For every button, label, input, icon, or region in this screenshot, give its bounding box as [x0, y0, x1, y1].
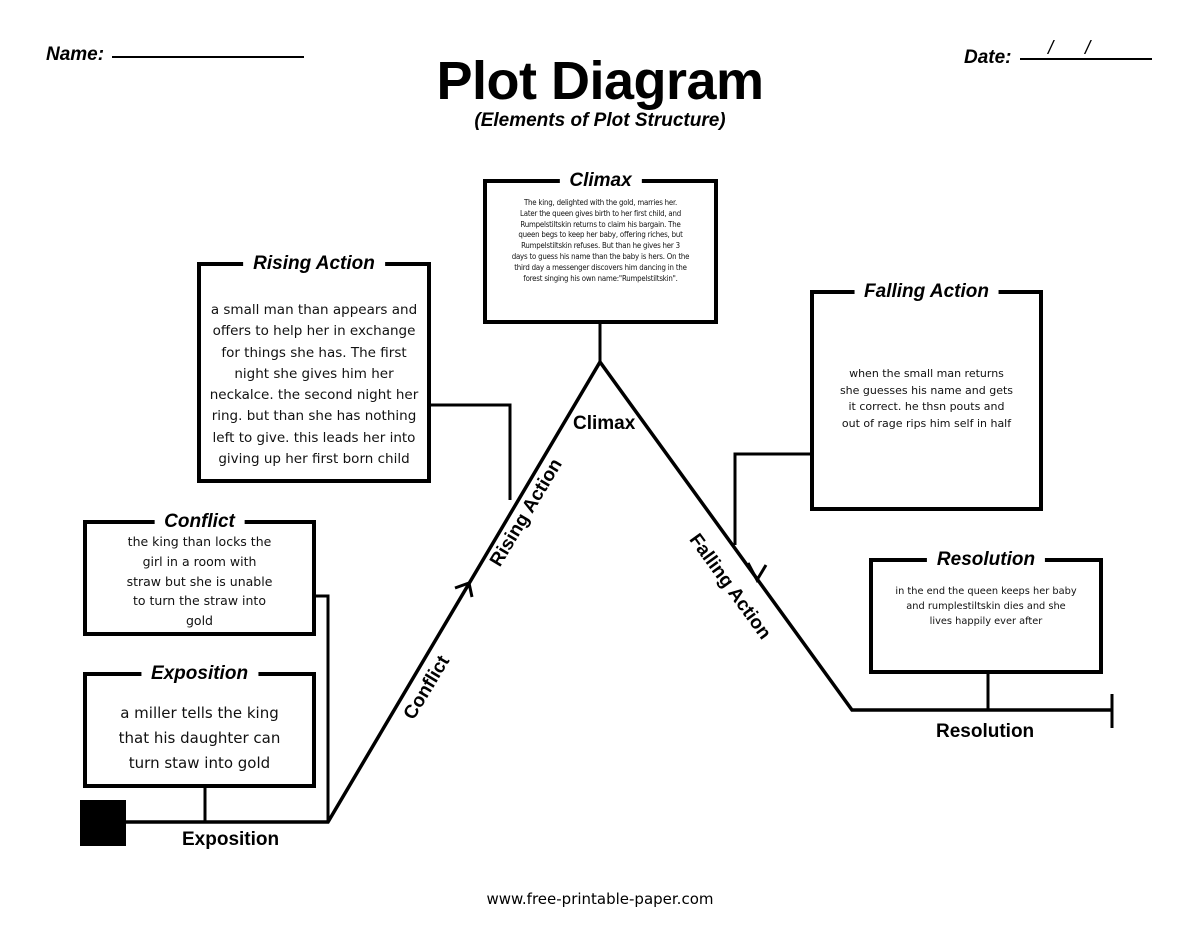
falling-arrow: [746, 562, 768, 584]
conflict-connector: [313, 594, 330, 822]
arc-label-climax: Climax: [573, 413, 636, 434]
falling-action-box: Falling Action when the small man return…: [810, 281, 1043, 511]
rising-action-box: Rising Action a small man than appears a…: [197, 253, 431, 483]
exposition-box: Exposition a miller tells the king that …: [83, 663, 316, 788]
exposition-box-text: a miller tells the king that his daughte…: [118, 704, 281, 772]
resolution-box-text: in the end the queen keeps her baby and …: [895, 586, 1077, 627]
footer-url[interactable]: www.free-printable-paper.com: [486, 890, 714, 908]
climax-box-title: Climax: [559, 170, 642, 192]
falling-action-box-text: when the small man returns she guesses h…: [839, 367, 1014, 430]
falling-action-box-title: Falling Action: [854, 281, 999, 303]
rising-action-box-title: Rising Action: [243, 253, 385, 275]
falling-connector: [733, 452, 812, 545]
date-slashes: / /: [1048, 38, 1091, 59]
name-field[interactable]: [112, 56, 304, 58]
arc-label-exposition: Exposition: [182, 829, 280, 850]
start-marker: [80, 800, 126, 846]
climax-box-text: The king, delighted with the gold, marri…: [511, 198, 690, 283]
date-field[interactable]: [1020, 58, 1152, 60]
date-label: Date:: [964, 47, 1012, 68]
rising-action-box-text: a small man than appears and offers to h…: [209, 302, 419, 468]
resolution-box: Resolution in the end the queen keeps he…: [869, 549, 1103, 674]
conflict-arrow: [454, 581, 474, 598]
page-title: Plot Diagram: [436, 51, 764, 111]
arc-label-resolution: Resolution: [936, 721, 1035, 742]
exposition-box-title: Exposition: [140, 663, 259, 685]
resolution-box-title: Resolution: [926, 549, 1046, 571]
name-label: Name:: [46, 44, 105, 65]
climax-box: Climax The king, delighted with the gold…: [483, 170, 718, 324]
conflict-box-text: the king than locks the girl in a room w…: [126, 534, 273, 629]
rising-connector: [428, 403, 512, 500]
conflict-box-title: Conflict: [154, 511, 245, 533]
conflict-box: Conflict the king than locks the girl in…: [83, 511, 316, 636]
page-subtitle: (Elements of Plot Structure): [474, 110, 726, 131]
